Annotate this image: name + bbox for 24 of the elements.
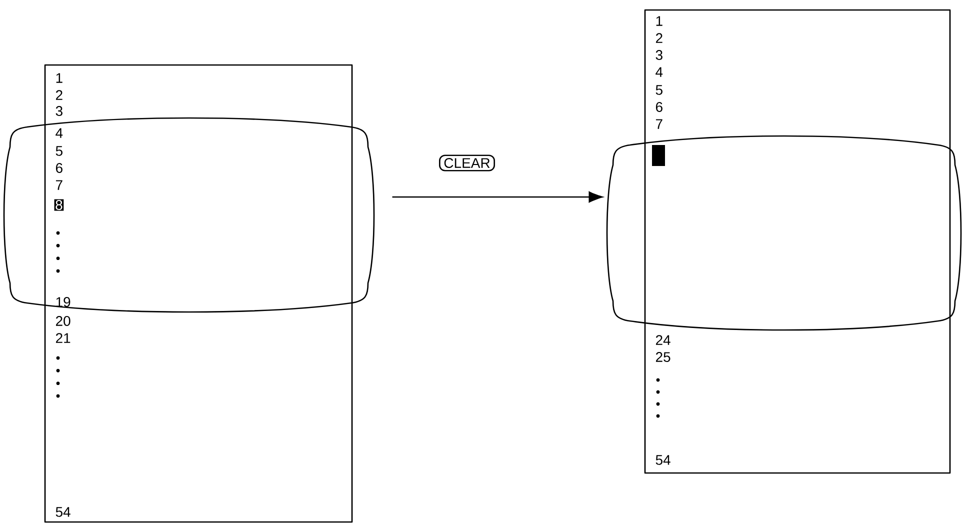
line-number: 3	[656, 50, 662, 60]
line-number: 25	[656, 352, 670, 362]
line-number: 5	[56, 146, 62, 156]
line-number: 54	[656, 455, 670, 465]
key-label: CLEAR	[439, 154, 496, 172]
line-number: 20	[56, 316, 70, 326]
screen-outline	[606, 135, 962, 331]
line-number: 6	[656, 102, 662, 112]
line-number: 1	[56, 73, 62, 83]
line-number: 7	[656, 119, 662, 129]
highlighted-line-number: 8	[54, 199, 64, 211]
line-number: 21	[56, 333, 70, 343]
line-number: 1	[656, 16, 662, 26]
line-number: 7	[56, 180, 62, 190]
line-number: 54	[56, 507, 70, 517]
line-number: 2	[656, 33, 662, 43]
line-number: 4	[656, 67, 663, 77]
arrow	[392, 192, 603, 202]
line-number: 2	[56, 90, 62, 100]
line-number: 24	[656, 335, 670, 345]
line-number: 4	[56, 128, 63, 138]
line-number: 5	[656, 85, 662, 95]
line-number: 3	[56, 106, 62, 116]
line-number: 6	[56, 163, 62, 173]
